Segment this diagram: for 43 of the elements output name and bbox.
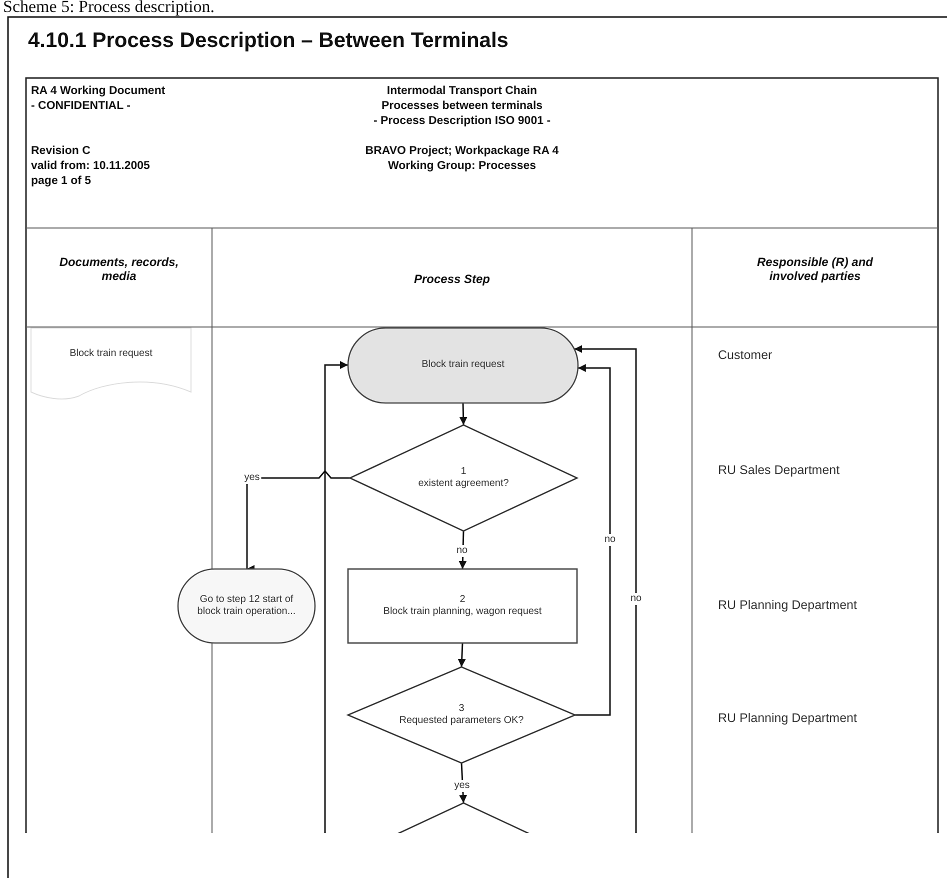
page-title: 4.10.1 Process Description – Between Terminals xyxy=(28,29,508,53)
responsible-party: Customer xyxy=(718,348,772,362)
node-text: Requested parameters OK? xyxy=(399,715,524,728)
node-text: existent agreement? xyxy=(418,478,509,490)
flow-arrow xyxy=(574,345,637,833)
edge-label: yes xyxy=(243,472,261,484)
header-text: Working Group: Processes xyxy=(388,160,536,172)
document-shape xyxy=(31,328,191,400)
start-terminal xyxy=(348,328,578,403)
header-text: RA 4 Working Document xyxy=(31,85,166,97)
process-box xyxy=(348,569,577,643)
flow-arrow xyxy=(458,642,466,668)
header-text: page 1 of 5 xyxy=(31,175,92,187)
node-text: Block train request xyxy=(70,348,152,360)
header-text: Processes between terminals xyxy=(381,100,543,112)
edge-label: no xyxy=(629,593,643,605)
node-text: Block train planning, wagon request xyxy=(383,606,542,618)
flow-arrow xyxy=(575,364,611,716)
flow-arrow xyxy=(459,402,468,426)
header-text: Intermodal Transport Chain xyxy=(386,85,538,97)
decision-diamond xyxy=(348,667,575,763)
header-text: BRAVO Project; Workpackage RA 4 xyxy=(365,145,559,157)
column-heading: Responsible (R) and involved parties xyxy=(756,255,874,283)
edge-label: no xyxy=(603,534,617,546)
node-text: Go to step 12 start of block train operation... xyxy=(196,594,297,618)
flow-arrow xyxy=(324,361,348,833)
responsible-party: RU Planning Department xyxy=(718,598,857,612)
edge-label: no xyxy=(455,545,469,557)
node-text: 3 xyxy=(458,702,464,715)
node-text: 1 xyxy=(460,466,466,478)
node-text: 2 xyxy=(460,594,466,606)
responsible-party: RU Sales Department xyxy=(718,463,840,477)
header-text: valid from: 10.11.2005 xyxy=(31,160,150,172)
column-heading: Documents, records, media xyxy=(58,255,180,283)
responsible-party: RU Planning Department xyxy=(718,711,857,725)
header-text: - CONFIDENTIAL - xyxy=(31,100,130,112)
header-text: - Process Description ISO 9001 - xyxy=(373,115,551,127)
edge-label: yes xyxy=(453,780,471,792)
header-text: Revision C xyxy=(31,145,90,157)
decision-diamond xyxy=(350,425,577,531)
node-text: Block train request xyxy=(422,359,504,372)
caption-text: Scheme 5: Process description. xyxy=(3,0,215,17)
column-heading: Process Step xyxy=(414,272,490,286)
